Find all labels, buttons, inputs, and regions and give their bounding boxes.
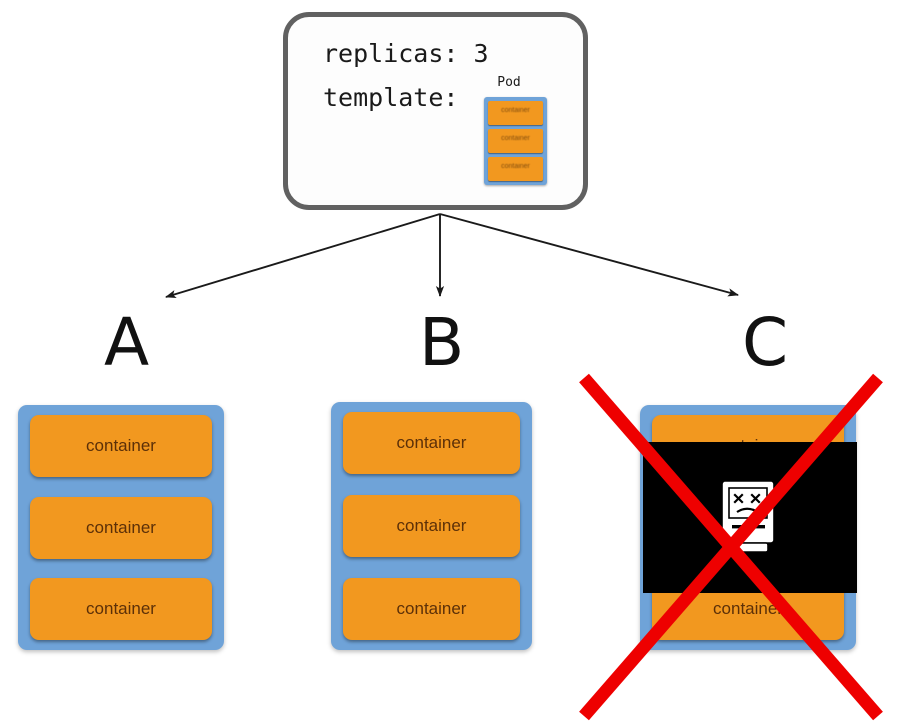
container-label: container: [86, 517, 156, 537]
container-label: container: [396, 433, 467, 452]
pod-b-container-1[interactable]: container: [343, 412, 520, 474]
pod-label-b: B: [419, 304, 465, 381]
replicas-line: replicas: 3: [323, 39, 489, 68]
container-label: container: [713, 599, 783, 618]
container-label: container: [396, 599, 467, 618]
container-label: container: [86, 436, 156, 455]
pod-label-c: C: [742, 304, 789, 381]
pod-a[interactable]: container container container: [18, 405, 224, 650]
sad-mac-icon: [721, 479, 775, 553]
pod-a-container-2[interactable]: container: [30, 496, 212, 559]
template-container: container: [488, 157, 543, 181]
replicaset-spec-box: replicas: 3 template: Pod container cont…: [283, 12, 588, 210]
pod-c-crash-overlay: [643, 442, 857, 593]
template-container-label: container: [501, 107, 530, 114]
template-line: template:: [323, 83, 459, 112]
arrow-to-pod-a: [165, 213, 441, 299]
template-container: container: [488, 101, 543, 125]
pod-a-container-1[interactable]: container: [30, 415, 212, 477]
pod-label-a: A: [104, 304, 150, 381]
pod-template-label: Pod: [497, 75, 521, 90]
template-container-label: container: [501, 163, 530, 170]
template-container-label: container: [501, 135, 530, 142]
pod-b-container-2[interactable]: container: [343, 495, 520, 557]
pod-template-body: container container container: [484, 97, 547, 185]
pod-b-container-3[interactable]: container: [343, 578, 520, 640]
template-container: container: [488, 129, 543, 153]
pod-a-container-3[interactable]: container: [30, 578, 212, 640]
container-label: container: [396, 516, 467, 535]
pod-template-preview: Pod container container container: [466, 75, 552, 200]
arrow-to-pod-c: [439, 213, 739, 297]
container-label: container: [86, 599, 156, 618]
pod-b[interactable]: container container container: [331, 402, 532, 650]
